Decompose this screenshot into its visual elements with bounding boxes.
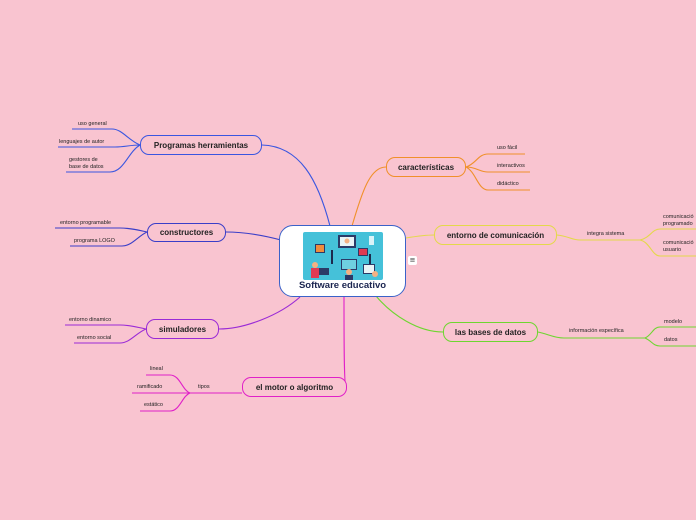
- subtopic-integra-sistema[interactable]: integra sistema: [587, 231, 625, 237]
- topic-entorno-comunicacion[interactable]: entorno de comunicación: [434, 225, 557, 245]
- subtopic-ramificado[interactable]: ramificado: [137, 384, 163, 390]
- topic-motor-algoritmo[interactable]: el motor o algoritmo: [242, 377, 347, 397]
- subtopic-entorno-social[interactable]: entorno social: [77, 335, 112, 341]
- topic-programas-herramientas[interactable]: Programas herramientas: [140, 135, 262, 155]
- subtopic-interactivos[interactable]: interactivos: [497, 163, 525, 169]
- people-with-computers-illustration: [303, 232, 383, 280]
- subtopic-informacion-especifica[interactable]: información específica: [569, 328, 624, 334]
- central-topic[interactable]: Software educativo: [279, 225, 406, 297]
- subtopic-uso-facil[interactable]: uso fácil: [497, 145, 518, 151]
- subtopic-comunicacion-programado[interactable]: comunicació programado: [663, 214, 694, 227]
- subtopic-comunicacion-usuario[interactable]: comunicació usuario: [663, 240, 694, 253]
- subtopic-lenguajes-autor[interactable]: lenguajes de autor: [59, 139, 105, 145]
- subtopic-entorno-dinamico[interactable]: entorno dinamico: [69, 317, 112, 323]
- subtopic-lineal[interactable]: lineal: [150, 366, 163, 372]
- topic-constructores[interactable]: constructores: [147, 223, 226, 242]
- topic-caracteristicas[interactable]: características: [386, 157, 466, 177]
- subtopic-modelo[interactable]: modelo: [664, 319, 683, 325]
- topic-bases-datos[interactable]: las bases de datos: [443, 322, 538, 342]
- menu-icon[interactable]: ≡: [408, 256, 417, 265]
- subtopic-didactico[interactable]: didáctico: [497, 181, 519, 187]
- subtopic-estatico[interactable]: estático: [144, 402, 163, 408]
- subtopic-tipos[interactable]: tipos: [198, 384, 210, 390]
- subtopic-uso-general[interactable]: uso general: [78, 121, 107, 127]
- topic-simuladores[interactable]: simuladores: [146, 319, 219, 339]
- subtopic-programa-logo[interactable]: programa LOGO: [74, 238, 115, 244]
- subtopic-datos[interactable]: datos: [664, 337, 678, 343]
- central-topic-title: Software educativo: [298, 280, 387, 291]
- subtopic-gestores-base-datos[interactable]: gestores de base de datos: [69, 157, 104, 170]
- subtopic-entorno-programable[interactable]: entorno programable: [60, 220, 112, 226]
